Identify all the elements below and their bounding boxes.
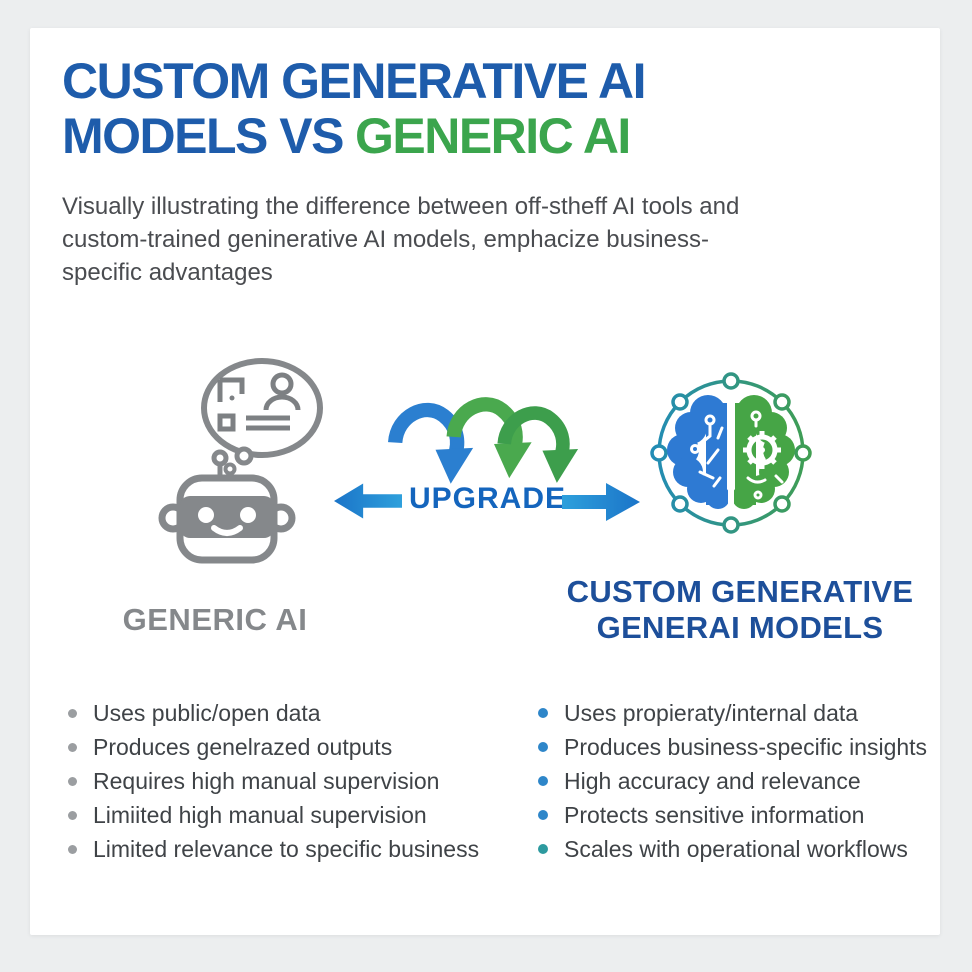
list-item-text: Requires high manual supervision bbox=[93, 767, 440, 794]
qr-code-icon bbox=[217, 377, 245, 402]
brain-center-gap bbox=[728, 391, 734, 509]
list-item-text: Limiited high manual supervision bbox=[93, 801, 427, 828]
left-arrow-icon bbox=[334, 483, 402, 519]
list-item: Uses public/open data bbox=[68, 696, 508, 730]
list-lines-icon bbox=[217, 413, 290, 432]
generic-ai-label: GENERIC AI bbox=[122, 602, 308, 637]
gear-icon bbox=[743, 431, 781, 469]
robot-eye-right bbox=[240, 507, 256, 523]
bullet-dot bbox=[68, 776, 77, 786]
list-item-text: Protects sensitive information bbox=[564, 801, 865, 828]
robot-eye-left bbox=[198, 507, 214, 523]
robot-antenna bbox=[211, 449, 229, 478]
bullet-dot bbox=[68, 810, 77, 820]
list-item-text: Scales with operational workflows bbox=[564, 835, 908, 862]
robot-smile bbox=[211, 525, 243, 536]
custom-ai-list: Uses propieraty/internal data Produces b… bbox=[538, 696, 968, 866]
bullet-dot bbox=[68, 844, 77, 854]
list-item-text: Uses propieraty/internal data bbox=[564, 699, 859, 726]
list-item: Uses propieraty/internal data bbox=[538, 696, 968, 730]
list-item: Requires high manual supervision bbox=[68, 764, 508, 798]
title-line2-blue: MODELS VS bbox=[62, 108, 344, 164]
list-item: Produces genelrazed outputs bbox=[68, 730, 508, 764]
bullet-dot bbox=[538, 810, 548, 820]
bullet-dot bbox=[538, 742, 548, 752]
bullet-dot bbox=[538, 708, 548, 718]
bullet-dot bbox=[538, 776, 548, 786]
bullet-dot bbox=[68, 742, 77, 752]
list-item-text: Produces business-specific insights bbox=[564, 733, 928, 760]
custom-ai-label: CUSTOM GENERATIVE GENERAI MODELS bbox=[530, 574, 950, 646]
list-item-text: Produces genelrazed outputs bbox=[93, 733, 393, 760]
list-item: High accuracy and relevance bbox=[538, 764, 968, 798]
list-item: Produces business-specific insights bbox=[538, 730, 968, 764]
robot-icon bbox=[158, 358, 323, 564]
brain-icon bbox=[650, 372, 812, 534]
upgrade-label: UPGRADE bbox=[409, 482, 567, 515]
thought-bubble-icon bbox=[201, 358, 323, 458]
list-item-text: Limited relevance to specific business bbox=[93, 835, 480, 862]
list-item-text: High accuracy and relevance bbox=[564, 767, 861, 794]
person-icon bbox=[263, 372, 301, 411]
right-arrow-icon bbox=[562, 483, 640, 521]
circuit-traces bbox=[690, 414, 724, 488]
generic-ai-list: Uses public/open data Produces genelraze… bbox=[68, 696, 508, 866]
list-item: Limited relevance to specific business bbox=[68, 832, 508, 866]
title-line2-green: GENERIC AI bbox=[354, 108, 631, 164]
bullet-dot bbox=[538, 844, 548, 854]
list-item-text: Uses public/open data bbox=[93, 699, 321, 726]
circuit-traces-right bbox=[746, 410, 784, 500]
custom-ai-label-line1: CUSTOM GENERATIVE bbox=[566, 574, 914, 609]
list-item: Scales with operational workflows bbox=[538, 832, 968, 866]
subtitle-text: Visually illustrating the difference bet… bbox=[62, 193, 740, 286]
robot-face-band bbox=[180, 496, 274, 538]
title-line1: CUSTOM GENERATIVE AI bbox=[62, 53, 647, 109]
list-item: Protects sensitive information bbox=[538, 798, 968, 832]
ring-nodes bbox=[650, 372, 812, 534]
bullet-dot bbox=[68, 708, 77, 718]
custom-ai-label-line2: GENERAI MODELS bbox=[596, 610, 884, 645]
list-item: Limiited high manual supervision bbox=[68, 798, 508, 832]
brain-right-hemisphere bbox=[732, 395, 795, 509]
